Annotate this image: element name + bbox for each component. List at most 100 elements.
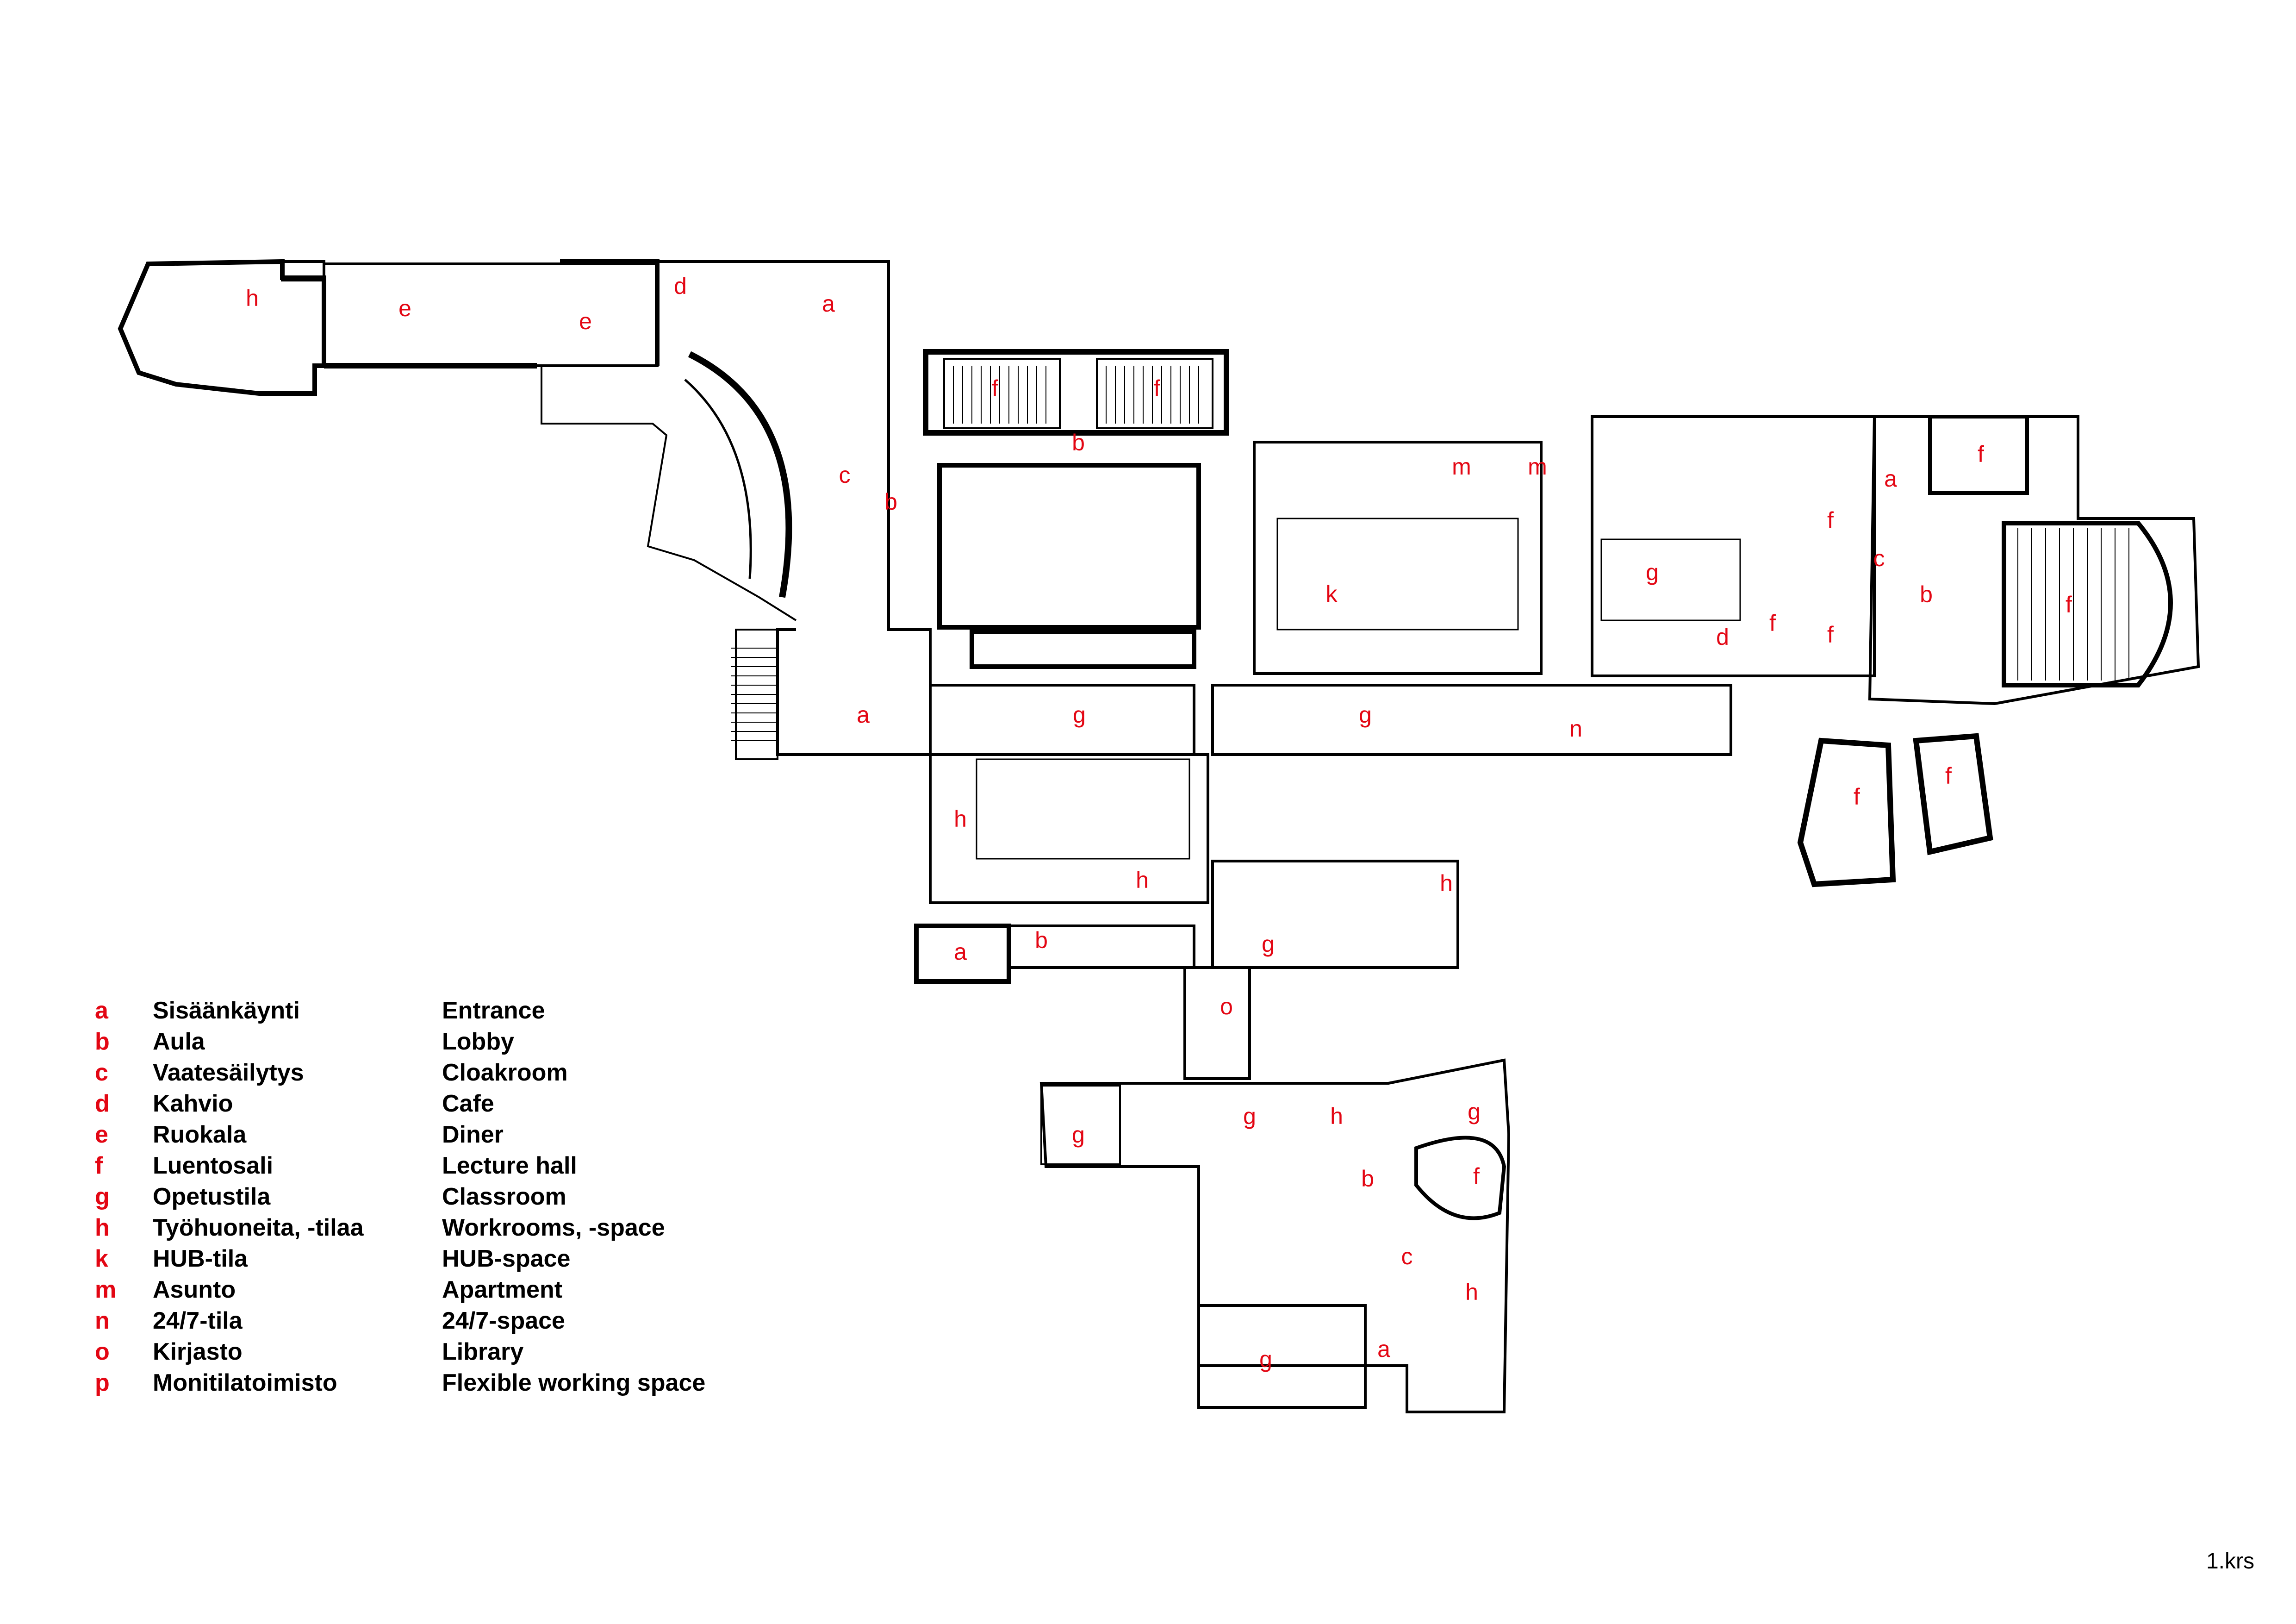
hub-inner [1276,518,1519,631]
legend-english: Lobby [442,1028,514,1055]
room-label-g: g [1243,1103,1256,1129]
lecture-hall-2 [1096,358,1213,429]
room-label-g: g [1646,559,1659,585]
legend-code: n [95,1307,110,1334]
south-classroom-g [1197,1304,1367,1409]
room-label-f: f [1854,784,1860,810]
legend-code: a [95,997,108,1024]
room-label-b: b [1361,1166,1374,1192]
room-label-g: g [1359,702,1372,728]
legend-english: HUB-space [442,1245,571,1272]
south-lecture-hall [1414,1136,1506,1220]
stair-hatching [731,366,2129,741]
room-label-c: c [1873,545,1885,571]
south-classroom-west [1040,1085,1121,1165]
legend-finnish: Asunto [153,1276,236,1303]
room-label-h: h [954,806,967,832]
room-label-g: g [1073,702,1086,728]
legend-finnish: Ruokala [153,1121,247,1148]
room-label-g: g [1259,1346,1272,1372]
legend-english: Apartment [442,1276,563,1303]
legend-english: Diner [442,1121,504,1148]
legend-code: k [95,1245,108,1272]
room-label-d: d [674,273,687,299]
legend-code: d [95,1090,110,1117]
lecture-hall-pod-2 [1913,733,1993,856]
room-label-f: f [1945,763,1952,789]
room-label-g: g [1468,1099,1481,1124]
room-label-h: h [246,285,259,311]
legend-code: o [95,1338,110,1365]
room-label-h: h [1136,867,1149,893]
lecture-hall-1 [943,358,1061,429]
room-label-c: c [839,462,851,488]
lecture-hall-pod-1 [1797,737,1896,887]
cloakroom-curve [688,351,792,598]
legend-code: b [95,1028,110,1055]
outdoor-terrace [541,366,797,621]
central-lower-rooms [970,630,1196,669]
legend-code: m [95,1276,117,1303]
room-label-g: g [1262,931,1275,957]
diner-top-edge [560,259,660,366]
legend-code: g [95,1183,110,1210]
room-label-e: e [579,308,592,334]
legend-english: Lecture hall [442,1152,577,1179]
room-label-a: a [1884,466,1897,492]
legend-english: Flexible working space [442,1369,706,1396]
large-lecture-hall [2002,521,2173,687]
floor-label: 1.krs [2206,1549,2254,1574]
room-label-e: e [398,295,411,321]
legend-finnish: HUB-tila [153,1245,248,1272]
east-wing [1868,415,2200,706]
room-label-b: b [1072,430,1085,456]
legend-finnish: Opetustila [153,1183,271,1210]
central-courtyard [937,463,1201,630]
room-label-h: h [1330,1103,1343,1129]
rotunda-inner-curve [684,379,752,579]
lecture-hall-east-top [1928,415,2029,495]
room-label-n: n [1569,716,1582,742]
room-label-h: h [1465,1279,1478,1305]
room-label-k: k [1326,581,1338,607]
room-label-a: a [857,702,870,728]
courtyard-west [929,753,1209,904]
legend-code: f [95,1152,103,1179]
lecture-halls-top [923,349,1229,436]
room-label-m: m [1528,454,1547,480]
room-label-a: a [1377,1336,1390,1362]
classroom-block [1591,415,1876,677]
corridor-classrooms-east [1211,684,1732,756]
room-label-f: f [1473,1163,1480,1189]
legend-english: 24/7-space [442,1307,565,1334]
legend-finnish: Kahvio [153,1090,233,1117]
courtyard-west-inner [976,758,1190,860]
room-label-c: c [1401,1243,1413,1269]
room-label-b: b [884,489,897,515]
hub-block [1253,441,1543,675]
room-label-f: f [992,375,998,401]
corridor-classrooms-west [929,684,1195,756]
classroom-g [1600,538,1741,621]
room-label-f: f [1827,622,1834,648]
legend-english: Classroom [442,1183,566,1210]
legend-english: Library [442,1338,524,1365]
library-spine [1183,966,1251,1080]
room-label-m: m [1452,454,1471,480]
room-label-a: a [954,939,967,965]
legend-code: e [95,1121,108,1148]
room-label-d: d [1716,624,1729,650]
room-label-h: h [1440,870,1453,896]
south-corridor [1211,860,1459,969]
legend-finnish: Sisäänkäynti [153,997,300,1024]
legend-finnish: 24/7-tila [153,1307,243,1334]
legend-code: c [95,1059,108,1086]
room-label-b: b [1920,581,1933,607]
legend-finnish: Työhuoneita, -tilaa [153,1214,364,1241]
legend-english: Cafe [442,1090,494,1117]
legend-finnish: Monitilatoimisto [153,1369,337,1396]
legend-english: Entrance [442,997,545,1024]
lobby-b-south [1008,924,1195,969]
